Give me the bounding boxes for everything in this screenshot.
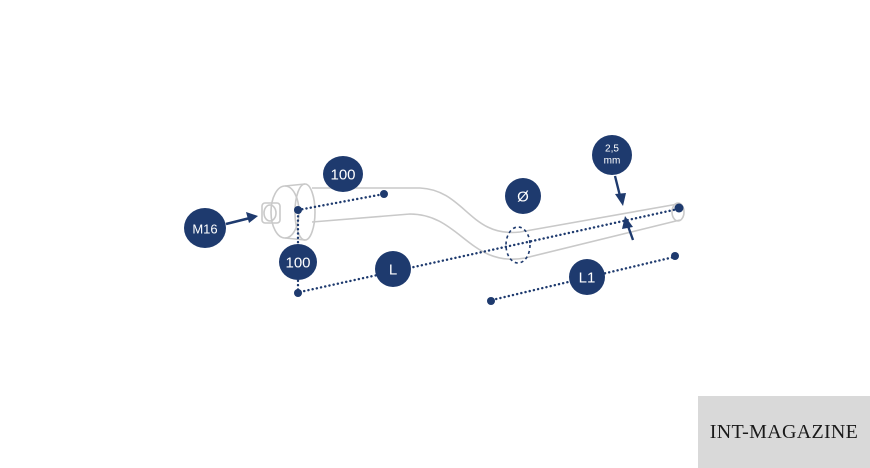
label-length1-text: L1 [579,270,596,287]
label-length: L [375,251,411,287]
pipe-lower-edge [311,213,681,261]
dim-line-L [298,207,680,294]
dim-dot [671,252,679,260]
label-m16-text: M16 [192,222,217,237]
thickness-arrow-up-icon [622,216,633,229]
watermark-text: INT-MAGAZINE [709,420,859,443]
arrows [225,175,635,241]
label-diameter: Ø [505,178,541,214]
diameter-section [505,226,531,264]
label-m16: M16 [184,208,226,248]
m16-thread [261,202,281,224]
dim-dot [487,297,495,305]
label-top-100-text: 100 [330,167,355,184]
watermark: INT-MAGAZINE [698,396,870,468]
label-top-100: 100 [323,156,363,192]
pipe-end-cap [671,202,685,222]
pipe-drawing [261,183,685,264]
dim-dot [380,190,388,198]
dim-line-top-100 [296,192,386,212]
dim-dot [294,289,302,297]
m16-arrow-icon [246,212,258,223]
label-length1: L1 [569,259,605,295]
flange-body [284,183,306,241]
label-side-100-text: 100 [285,255,310,272]
label-diameter-text: Ø [517,189,529,206]
pipe-upper-edge [312,187,679,234]
thickness-arrow-line [613,175,622,197]
thickness-arrow-down-icon [615,193,626,206]
label-side-100: 100 [279,244,317,280]
dim-dot [294,206,302,214]
thickness-arrow-line [626,225,635,241]
dimension-lines [294,190,684,305]
label-thickness-value: 2,5 [605,144,619,155]
m16-arrow-line [225,216,251,226]
thread-end [263,204,277,222]
label-thickness-unit: mm [604,156,621,167]
label-thickness: 2,5 mm [592,135,632,175]
dim-dot [674,203,684,213]
label-length-text: L [389,262,397,279]
